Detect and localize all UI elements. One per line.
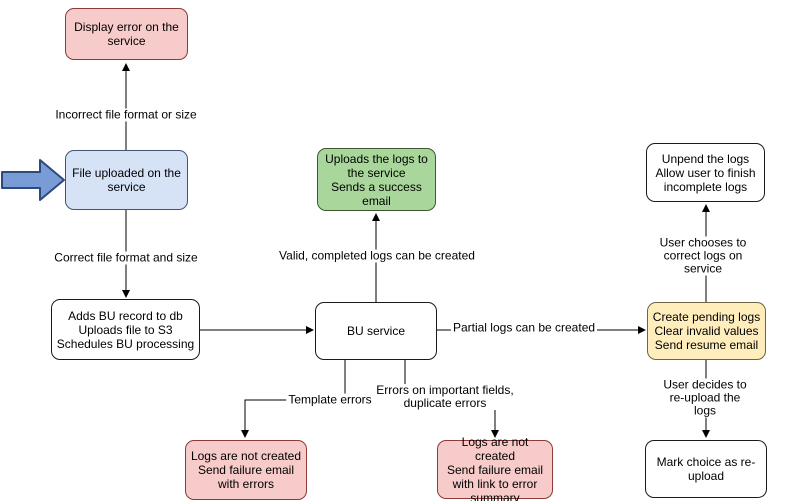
label-valid-completed: Valid, completed logs can be created [277, 248, 477, 263]
node-bu-service: BU service [315, 302, 437, 360]
node-mark-reupload: Mark choice as re- upload [645, 440, 767, 498]
label-correct-format: Correct file format and size [52, 250, 200, 265]
node-unpend-logs: Unpend the logs Allow user to finish inc… [646, 143, 765, 202]
node-display-error: Display error on the service [65, 8, 188, 60]
label-user-reuploads: User decides to re-upload the logs [657, 378, 753, 418]
node-uploads-logs: Uploads the logs to the service Sends a … [317, 148, 436, 211]
label-user-corrects: User chooses to correct logs on service [654, 236, 752, 276]
node-logs-not-created-errors: Logs are not created Send failure email … [185, 440, 307, 500]
node-logs-not-created-summary: Logs are not created Send failure email … [437, 435, 553, 501]
entry-arrow-icon [1, 159, 65, 201]
label-partial-logs: Partial logs can be created [450, 320, 598, 335]
label-incorrect-format: Incorrect file format or size [53, 107, 199, 122]
node-adds-bu-record: Adds BU record to db Uploads file to S3 … [51, 299, 200, 360]
node-file-uploaded: File uploaded on the service [65, 150, 188, 210]
node-create-pending-logs: Create pending logs Clear invalid values… [647, 302, 766, 360]
label-template-errors: Template errors [286, 392, 374, 407]
label-important-fields: Errors on important fields, duplicate er… [374, 383, 516, 410]
